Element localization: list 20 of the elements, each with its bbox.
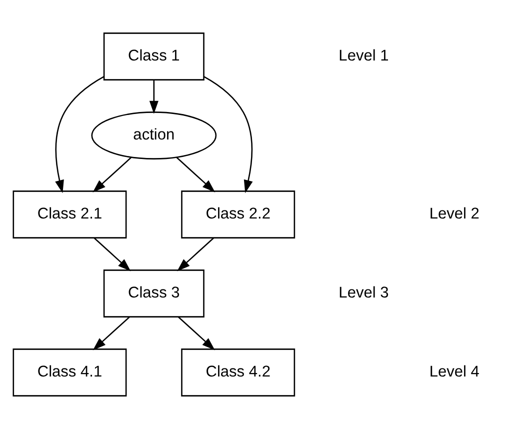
arrow <box>178 316 215 350</box>
label: Level 3 <box>338 284 389 302</box>
arrow <box>92 156 132 192</box>
node-box: Class 4.1 <box>12 348 127 396</box>
arrow <box>55 76 104 193</box>
arrow <box>149 79 158 114</box>
node-ellipse: action <box>91 111 217 159</box>
node-box: Class 3 <box>103 269 204 317</box>
arrow <box>176 156 216 192</box>
arrow <box>204 76 253 193</box>
arrow <box>94 236 131 271</box>
label: Level 2 <box>429 205 480 222</box>
label: Level 1 <box>338 47 389 64</box>
node-box: Class 4.2 <box>181 348 296 396</box>
label: Level 4 <box>429 363 480 380</box>
node-box: Class 2.2 <box>181 190 296 238</box>
arrow <box>177 236 214 271</box>
node-box: Class 2.1 <box>12 190 127 238</box>
node-box: Class 1 <box>103 32 204 80</box>
arrow <box>92 316 130 350</box>
